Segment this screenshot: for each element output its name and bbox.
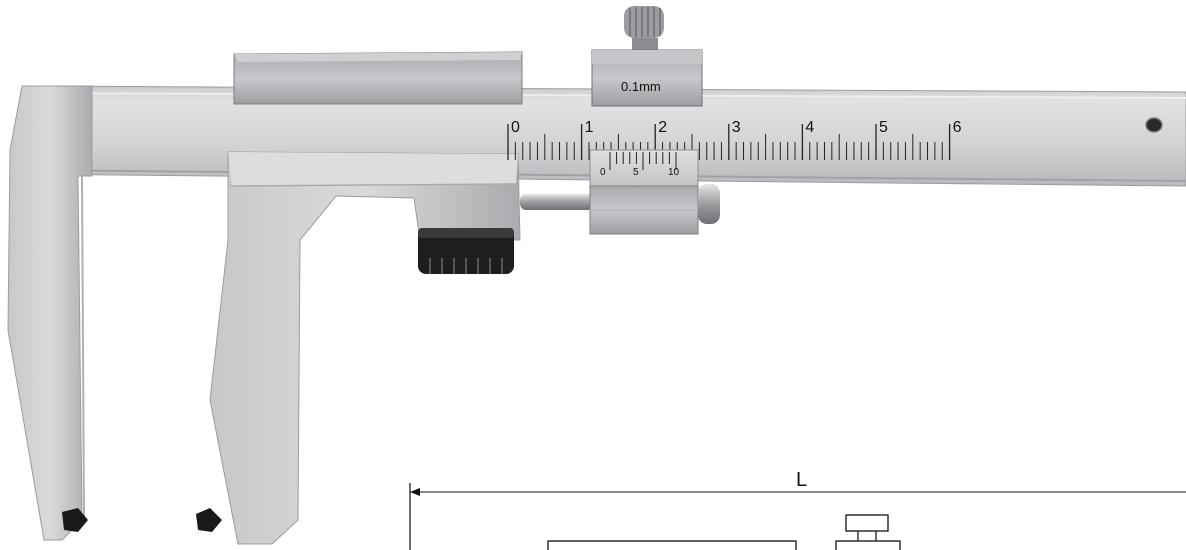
main-scale-label: 0 bbox=[511, 119, 520, 136]
technical-drawing bbox=[409, 483, 1186, 550]
thumb-wheel-icon[interactable] bbox=[418, 228, 514, 274]
resolution-block bbox=[591, 49, 703, 107]
length-label: L bbox=[796, 469, 807, 491]
mounting-hole bbox=[1145, 117, 1163, 133]
fixed-jaw bbox=[7, 85, 93, 541]
slider-end-pin bbox=[698, 184, 720, 224]
length-arrow-icon bbox=[410, 488, 420, 496]
main-scale-label: 3 bbox=[732, 119, 741, 136]
main-scale-label: 4 bbox=[805, 119, 814, 136]
moving-jaw bbox=[209, 151, 521, 545]
main-scale-label: 5 bbox=[879, 119, 888, 136]
top-fixed-block bbox=[233, 51, 523, 105]
vernier-slider[interactable] bbox=[589, 149, 699, 235]
main-scale-label: 1 bbox=[585, 119, 594, 136]
locking-screw-knob-icon[interactable] bbox=[624, 6, 664, 52]
main-scale-label: 2 bbox=[658, 119, 667, 136]
main-scale-label: 6 bbox=[953, 119, 962, 136]
fixed-jaw-tip-icon bbox=[62, 508, 88, 532]
vernier-scale-label: 0 bbox=[600, 167, 606, 178]
sliding-rod bbox=[520, 194, 596, 210]
vernier-scale-label: 5 bbox=[633, 167, 639, 178]
vernier-scale: 0 5 10 bbox=[600, 152, 680, 178]
resolution-label: 0.1mm bbox=[621, 79, 661, 94]
moving-jaw-tip-icon bbox=[196, 508, 222, 532]
vernier-scale-label: 10 bbox=[668, 167, 680, 178]
